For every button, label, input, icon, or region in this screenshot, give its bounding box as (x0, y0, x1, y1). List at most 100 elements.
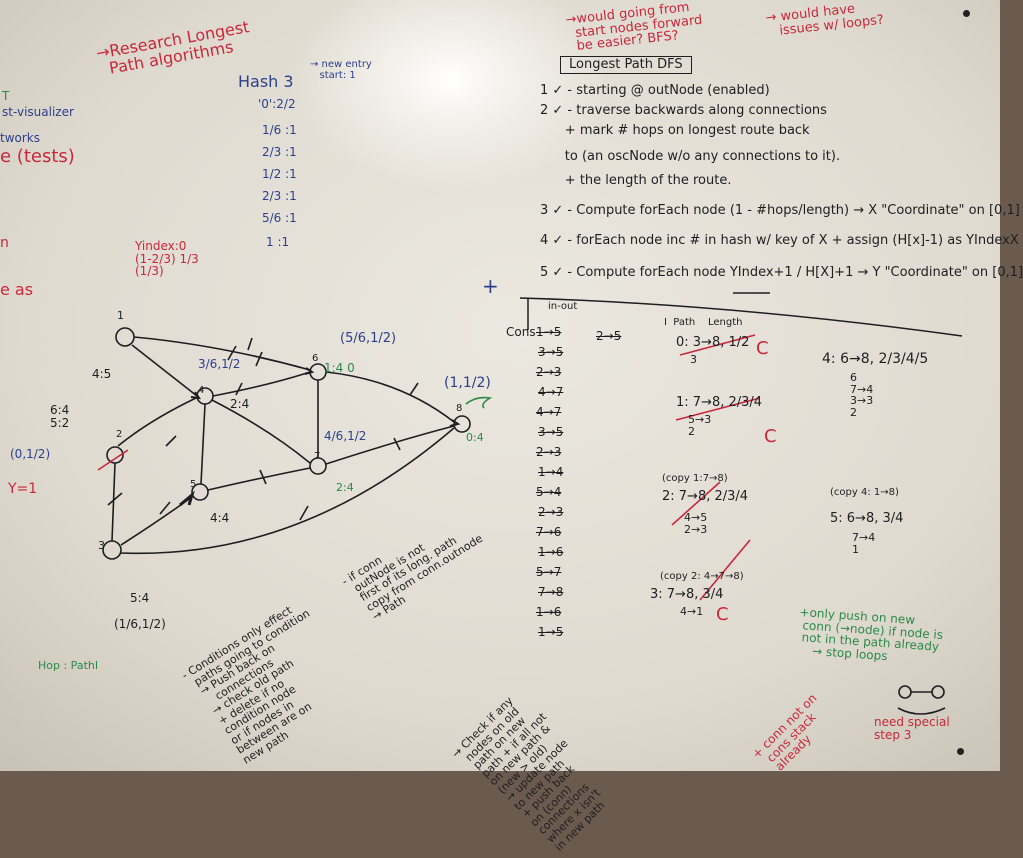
path-2-copy: (copy 1:7→8) (662, 473, 728, 484)
path-mark: C (764, 426, 777, 447)
stack-entry: 4→7 (538, 385, 564, 399)
stack-entry: 1→5 (538, 625, 564, 639)
edge-1-6 (133, 336, 311, 371)
stack-label: Cons (506, 325, 536, 339)
algorithm-step: 4 ✓ - forEach node inc # in hash w/ key … (540, 233, 1019, 248)
hash-entry: 1/6 :1 (262, 123, 297, 137)
stack-entry: 2→3 (536, 445, 562, 459)
path-3-sub: 4→1 (680, 605, 704, 618)
path-4-sub: 6 7→4 3→3 2 (850, 371, 874, 419)
hash-entry: 1 :1 (266, 235, 290, 249)
path-1: 1: 7→8, 2/3/4 (676, 395, 763, 410)
table-divider (519, 297, 963, 337)
edge-2-3 (111, 462, 116, 542)
stack-side: 2→5 (596, 329, 622, 343)
left-edge-text: T (2, 89, 10, 103)
hash-entry: '0':2/2 (258, 97, 296, 111)
only-push-note: +only push on new conn (→node) if node i… (796, 605, 944, 663)
path-1-sub: 5→3 2 (688, 413, 712, 438)
path-5-copy: (copy 4: 1→8) (830, 487, 899, 498)
n1-sub: 4:5 (92, 367, 112, 381)
stack-entry: 2→3 (538, 505, 564, 519)
node-3 (102, 540, 122, 560)
left-edge-text: n (0, 235, 9, 251)
stack-entry: 1→6 (538, 545, 564, 559)
path-header: I Path Length (664, 317, 743, 328)
n1-yindex: Yindex:0 (1-2/3) 1/3 (1/3) (135, 239, 199, 279)
left-edge-text: tworks (0, 131, 40, 145)
path-3: 3: 7→8, 3/4 (650, 587, 724, 602)
algorithm-step: + the length of the route. (540, 173, 732, 188)
hash-entry: 2/3 :1 (262, 145, 297, 159)
edge-4-5 (200, 403, 206, 485)
algorithm-step: to (an oscNode w/o any connections to it… (540, 149, 841, 164)
edge-5-7 (207, 467, 311, 491)
stack-entry: 7→6 (536, 525, 562, 539)
left-edge-text: e as (0, 280, 34, 299)
n4-coord: 3/6,1/2 (198, 357, 241, 371)
board-screw (957, 748, 964, 755)
node-1 (115, 327, 135, 347)
stack-entry: 4→7 (536, 405, 562, 419)
hash-entry: 2/3 :1 (262, 189, 297, 203)
stack-entry: 1→6 (536, 605, 562, 619)
n6-label: 6 (312, 353, 319, 364)
path-mark: C (756, 338, 769, 359)
edge-4-7 (211, 399, 311, 464)
algorithm-step: + mark # hops on longest route back (540, 123, 810, 138)
n4-sub: 2:4 (230, 397, 250, 411)
need-special-note: need special step 3 (874, 715, 950, 742)
y-equals: Y=1 (8, 481, 38, 497)
stack-entry: 3→5 (538, 345, 564, 359)
stack-entry: 5→7 (536, 565, 562, 579)
stack-entry: 7→8 (538, 585, 564, 599)
n5-sub: 4:4 (210, 511, 230, 525)
stack-header: in-out (548, 301, 578, 312)
path-2-sub: 4→5 2→3 (684, 511, 708, 536)
edge-3-8 (120, 427, 455, 555)
path-mark: C (716, 604, 729, 625)
n2-coord: (0,1/2) (10, 447, 51, 461)
hash-note: → new entry start: 1 (310, 59, 372, 81)
board-screw (963, 10, 970, 17)
path-2: 2: 7→8, 2/3/4 (662, 489, 749, 504)
path-0-sub: 3 (690, 353, 697, 366)
n8-label: 8 (456, 403, 463, 414)
n5-label: 5 (190, 479, 197, 490)
edge-2-4 (117, 397, 197, 447)
algorithm-step: 1 ✓ - starting @ outNode (enabled) (540, 83, 770, 98)
n7-coord: 4/6,1/2 (324, 429, 367, 443)
n3-label: 3 (98, 539, 105, 552)
edge-7-8 (325, 425, 455, 465)
hash-entry: 1/2 :1 (262, 167, 297, 181)
stack-entry: 5→4 (536, 485, 562, 499)
n8-sub: 0:4 (466, 431, 484, 444)
edge-4-6 (212, 371, 311, 397)
path-3-copy: (copy 2: 4→7→8) (660, 571, 744, 582)
n3-coord: (1/6,1/2) (114, 617, 166, 631)
n7-sub: 2:4 (336, 481, 354, 494)
n4-label: 4 (198, 385, 205, 396)
path-4: 4: 6→8, 2/3/4/5 (822, 351, 929, 367)
left-edge-text: e (tests) (0, 146, 75, 167)
stack-entry: 3→5 (538, 425, 564, 439)
hop-legend: Hop : PathI (38, 659, 99, 672)
algorithm-step: 5 ✓ - Compute forEach node YIndex+1 / H[… (540, 265, 1023, 280)
stack-entry: 1→5 (536, 325, 562, 339)
n6-sub: 1:4 0 (324, 361, 355, 375)
n6-coord: (5/6,1/2) (340, 331, 397, 346)
left-edge-text: st-visualizer (2, 105, 74, 119)
algorithm-title: Longest Path DFS (560, 56, 692, 74)
node-5 (191, 483, 209, 501)
n8-coord: (1,1/2) (444, 375, 491, 391)
path-0: 0: 3→8, 1/2 (676, 335, 750, 350)
algorithm-step: 3 ✓ - Compute forEach node (1 - #hops/le… (540, 203, 1020, 218)
graph-drawing (97, 292, 963, 715)
algorithm-step: 2 ✓ - traverse backwards along connectio… (540, 103, 827, 118)
n2-label: 2 (116, 429, 123, 440)
path-5-sub: 7→4 1 (852, 531, 876, 556)
edge-6-8 (325, 371, 455, 423)
plus-mark: + (482, 274, 499, 298)
stack-entry: 1→4 (538, 465, 564, 479)
